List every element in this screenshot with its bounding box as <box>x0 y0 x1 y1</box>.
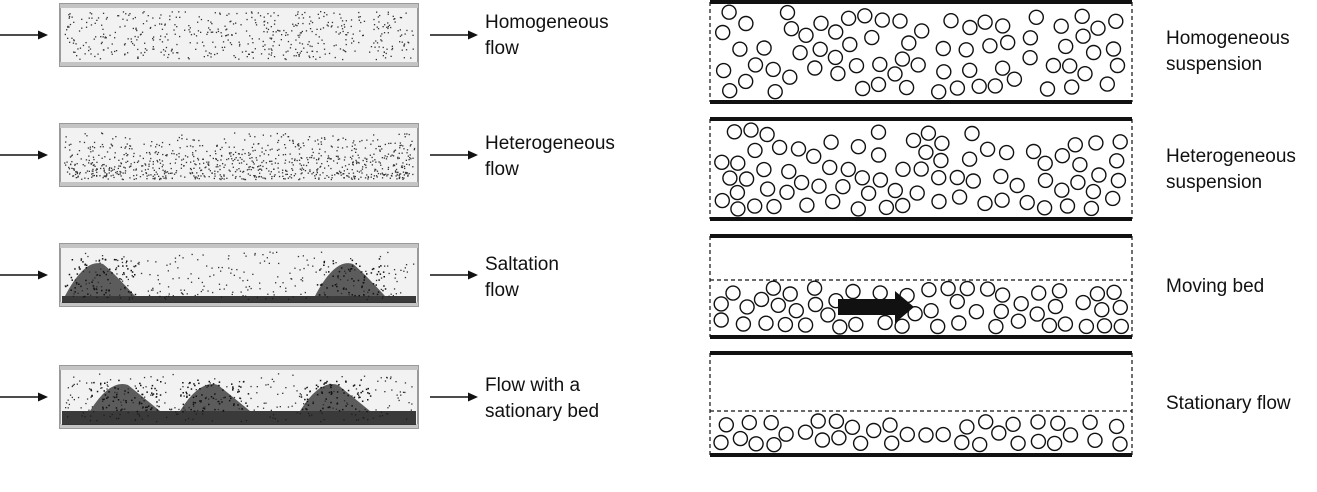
right-pipe-3 <box>709 234 1133 339</box>
dune <box>90 384 160 411</box>
label-stationary-bed-flow: Flow with a sationary bed <box>485 375 600 422</box>
dune <box>180 384 250 411</box>
label-moving-bed: Moving bed <box>1166 276 1265 297</box>
pipe-bottom-wall <box>60 62 418 66</box>
right-arrow-icon <box>838 291 914 323</box>
pipe-top-wall <box>60 366 418 370</box>
label-homogeneous-suspension: Homogeneous suspension <box>1166 28 1290 75</box>
particle-circles <box>713 413 1128 453</box>
label-heterogeneous-flow: Heterogeneous flow <box>485 133 615 180</box>
inlet-arrow-icon <box>0 392 48 402</box>
left-pipe-diagrams <box>0 3 478 429</box>
label-stationary-flow: Stationary flow <box>1166 393 1291 414</box>
left-pipe-4 <box>59 365 419 429</box>
right-pipe-1 <box>709 0 1133 104</box>
inlet-arrow-icon <box>0 150 48 160</box>
pipe-top-wall <box>60 244 418 248</box>
dune <box>65 263 135 296</box>
particle-circles <box>714 122 1128 217</box>
left-pipe-2 <box>59 123 419 187</box>
particle-field <box>64 132 416 181</box>
pipe-top-wall <box>60 4 418 8</box>
label-homogeneous-flow: Homogeneous flow <box>485 12 609 59</box>
dune <box>315 263 385 296</box>
outlet-arrow-icon <box>430 30 478 40</box>
pipe-bottom-wall <box>60 424 418 428</box>
particle-field <box>64 11 414 61</box>
sediment-bed <box>62 411 416 425</box>
label-saltation-flow: Saltation flow <box>485 254 559 301</box>
inlet-arrow-icon <box>0 270 48 280</box>
left-pipe-3 <box>59 243 419 307</box>
right-pipe-4 <box>709 351 1133 457</box>
particle-circles <box>715 4 1126 100</box>
pipe-bottom-wall <box>60 302 418 306</box>
right-pipe-2 <box>709 117 1133 221</box>
outlet-arrow-icon <box>430 270 478 280</box>
outlet-arrow-icon <box>430 392 478 402</box>
sediment-bed <box>62 296 416 303</box>
dune <box>300 384 370 411</box>
label-heterogeneous-suspension: Heterogeneous suspension <box>1166 146 1296 193</box>
particle-circles <box>713 280 1130 335</box>
pipe-bottom-wall <box>60 182 418 186</box>
outlet-arrow-icon <box>430 150 478 160</box>
inlet-arrow-icon <box>0 30 48 40</box>
left-pipe-1 <box>59 3 419 67</box>
pipe-top-wall <box>60 124 418 128</box>
pipe-body <box>59 3 419 67</box>
